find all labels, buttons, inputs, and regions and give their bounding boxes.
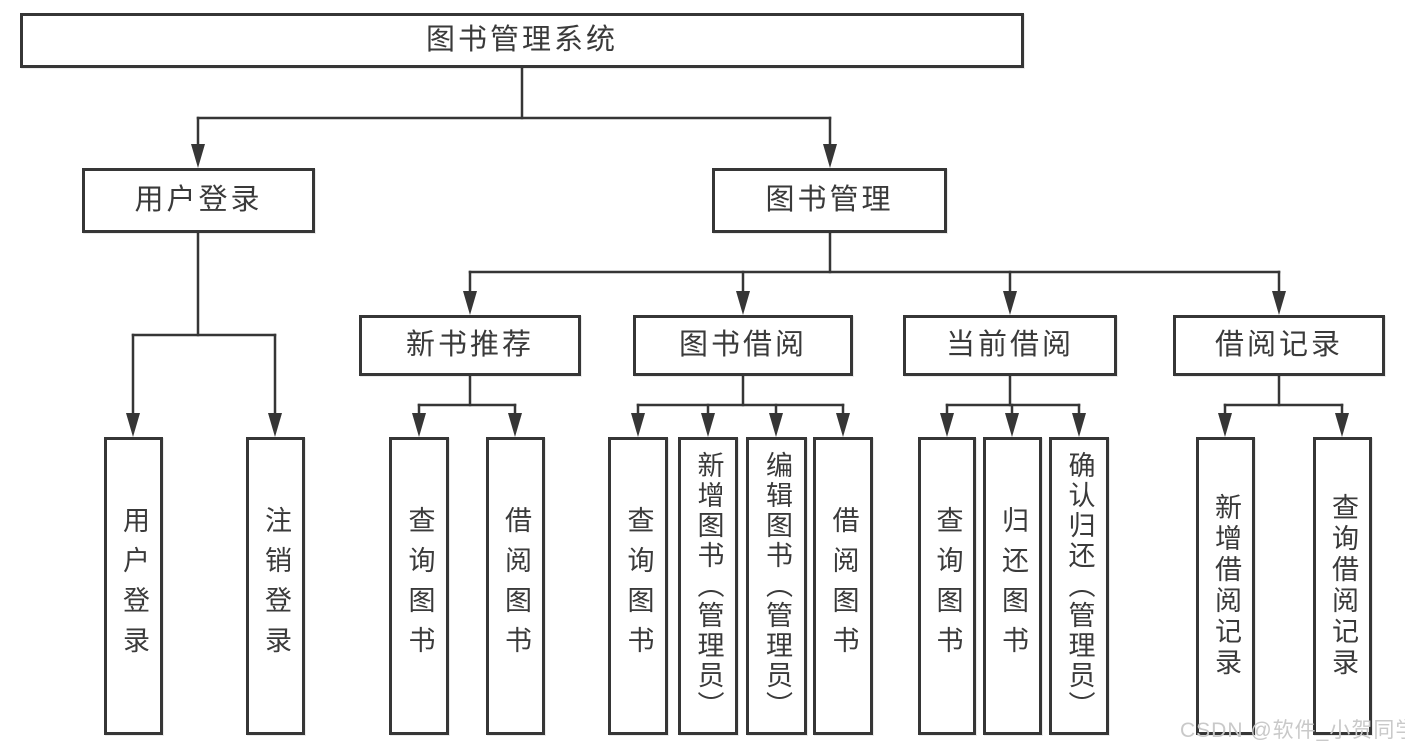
arrowhead-down-icon — [412, 413, 426, 437]
leaf-add-borrow-record-label: 新增借阅记录 — [1211, 493, 1241, 679]
node-borrowing-records-label: 借阅记录 — [1214, 329, 1343, 361]
arrowhead-down-icon — [1072, 413, 1086, 437]
leaf-return-books-label: 归还图书 — [998, 506, 1028, 666]
leaf-edit-books-admin-label: 编辑图书（管理员） — [762, 451, 792, 721]
arrowhead-down-icon — [769, 413, 783, 437]
node-book-borrowing: 图书借阅 — [633, 315, 853, 376]
node-current-borrowing-label: 当前借阅 — [945, 329, 1074, 361]
arrowhead-down-icon — [508, 413, 522, 437]
arrowhead-down-icon — [1335, 413, 1349, 437]
node-library-management-system-label: 图书管理系统 — [425, 24, 618, 56]
arrowhead-down-icon — [1272, 291, 1286, 315]
leaf-add-borrow-record: 新增借阅记录 — [1196, 437, 1255, 735]
arrowhead-down-icon — [463, 291, 477, 315]
leaf-add-books-admin-label: 新增图书（管理员） — [693, 451, 724, 721]
leaf-confirm-return-admin-label: 确认归还（管理员） — [1064, 451, 1095, 721]
leaf-borrow-books-recommendation: 借阅图书 — [486, 437, 545, 735]
node-current-borrowing: 当前借阅 — [903, 315, 1117, 376]
node-new-book-recommendation: 新书推荐 — [359, 315, 581, 376]
node-new-book-recommendation-label: 新书推荐 — [405, 329, 534, 361]
arrowhead-down-icon — [631, 413, 645, 437]
arrowhead-down-icon — [836, 413, 850, 437]
node-user-login: 用户登录 — [82, 168, 315, 233]
arrowhead-down-icon — [126, 413, 140, 437]
node-library-management-system: 图书管理系统 — [20, 13, 1024, 68]
leaf-query-books-current: 查询图书 — [918, 437, 976, 735]
node-book-management-label: 图书管理 — [765, 184, 894, 216]
leaf-borrow-books-borrowing-label: 借阅图书 — [828, 506, 859, 666]
leaf-query-books-recommendation: 查询图书 — [389, 437, 449, 735]
leaf-user-login: 用户登录 — [104, 437, 163, 735]
leaf-logout-label: 注销登录 — [261, 506, 291, 666]
leaf-logout: 注销登录 — [246, 437, 305, 735]
node-user-login-label: 用户登录 — [134, 184, 263, 216]
leaf-add-books-admin: 新增图书（管理员） — [678, 437, 738, 735]
leaf-borrow-books-recommendation-label: 借阅图书 — [501, 506, 531, 666]
node-book-management: 图书管理 — [712, 168, 947, 233]
arrowhead-down-icon — [736, 291, 750, 315]
arrowhead-down-icon — [1005, 413, 1019, 437]
leaf-query-books-current-label: 查询图书 — [932, 506, 963, 666]
arrowhead-down-icon — [823, 144, 837, 168]
leaf-query-books-borrowing: 查询图书 — [608, 437, 668, 735]
leaf-query-books-recommendation-label: 查询图书 — [404, 506, 435, 666]
leaf-query-books-borrowing-label: 查询图书 — [623, 506, 654, 666]
leaf-borrow-books-borrowing: 借阅图书 — [813, 437, 873, 735]
leaf-edit-books-admin: 编辑图书（管理员） — [746, 437, 807, 735]
leaf-user-login-label: 用户登录 — [119, 506, 149, 666]
arrowhead-down-icon — [940, 413, 954, 437]
leaf-query-borrow-record: 查询借阅记录 — [1313, 437, 1372, 735]
arrowhead-down-icon — [191, 144, 205, 168]
leaf-query-borrow-record-label: 查询借阅记录 — [1328, 493, 1358, 679]
arrowhead-down-icon — [1218, 413, 1232, 437]
leaf-return-books: 归还图书 — [983, 437, 1042, 735]
arrowhead-down-icon — [1003, 291, 1017, 315]
leaf-confirm-return-admin: 确认归还（管理员） — [1049, 437, 1109, 735]
arrowhead-down-icon — [701, 413, 715, 437]
node-book-borrowing-label: 图书借阅 — [678, 329, 807, 361]
node-borrowing-records: 借阅记录 — [1173, 315, 1385, 376]
arrowhead-down-icon — [268, 413, 282, 437]
